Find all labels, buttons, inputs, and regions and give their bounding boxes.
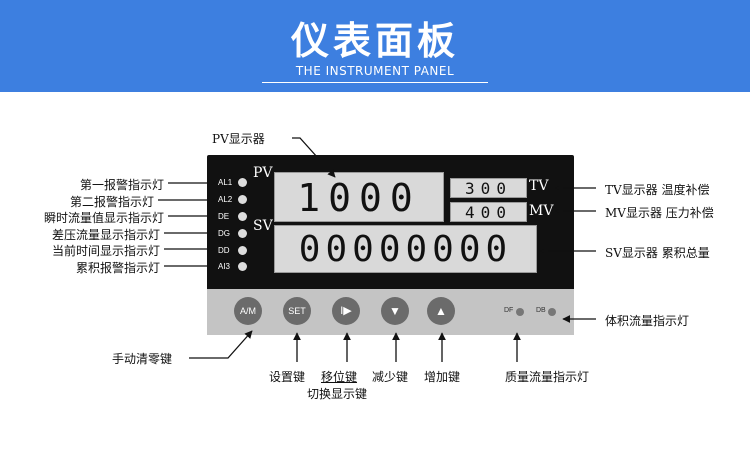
annotation-shift-key: 移位键 [321, 370, 358, 384]
sv-value: 00000000 [298, 229, 513, 270]
mv-display: 400 [450, 202, 527, 222]
banner-divider [262, 82, 488, 83]
mv-label: MV [529, 203, 554, 219]
df-led-indicator [516, 308, 524, 316]
tv-display: 300 [450, 178, 527, 198]
sv-display: 00000000 [274, 225, 537, 273]
pv-display: 1000 [274, 172, 444, 222]
banner-title: 仪表面板 [290, 19, 459, 63]
annotation-mv-display: MV显示器 压力补偿 [605, 206, 714, 220]
annotation-diff-flow: 差压流量显示指示灯 [51, 228, 160, 242]
annotation-volume-flow-led: 体积流量指示灯 [605, 314, 690, 328]
mv-value: 400 [465, 203, 512, 222]
annotation-alarm1: 第一报警指示灯 [79, 178, 164, 192]
led-label: DG [218, 229, 230, 238]
led-indicator [238, 229, 247, 238]
header-banner: 仪表面板 THE INSTRUMENT PANEL [0, 0, 750, 92]
increase-button[interactable]: ▲ [427, 297, 455, 325]
annotation-instant-flow: 瞬时流量值显示指示灯 [43, 211, 164, 225]
led-indicator [238, 262, 247, 271]
tv-value: 300 [465, 179, 512, 198]
annotation-increase-key: 增加键 [424, 370, 461, 384]
led-label: AI3 [218, 262, 231, 271]
annotation-mass-flow-led: 质量流量指示灯 [505, 370, 590, 384]
pv-label: PV [253, 165, 273, 181]
db-label: DB [536, 307, 546, 314]
led-label: DD [218, 246, 230, 255]
led-indicator [238, 212, 247, 221]
annotation-set-key: 设置键 [269, 370, 306, 384]
shift-button[interactable]: I▶ [332, 297, 360, 325]
annotation-pv-display: PV显示器 [212, 132, 265, 146]
annotation-alarm2: 第二报警指示灯 [69, 195, 154, 209]
annotation-cumulative-alarm: 累积报警指示灯 [75, 261, 160, 275]
df-label: DF [504, 307, 514, 314]
led-label: AL2 [218, 195, 233, 204]
led-indicator [238, 246, 247, 255]
banner-subtitle: THE INSTRUMENT PANEL [295, 64, 455, 78]
led-label: DE [218, 212, 230, 221]
led-indicator [238, 178, 247, 187]
set-button[interactable]: SET [283, 297, 311, 325]
annotation-sv-display: SV显示器 累积总量 [605, 246, 710, 260]
annotation-decrease-key: 减少键 [372, 370, 409, 384]
led-indicator [238, 195, 247, 204]
keypad: A/M SET I▶ ▼ ▲ DF DB [207, 289, 574, 335]
annotation-switch-display: 切换显示键 [307, 387, 368, 401]
am-button[interactable]: A/M [234, 297, 262, 325]
annotation-current-time: 当前时间显示指示灯 [51, 244, 160, 258]
annotation-manual-clear: 手动清零键 [112, 352, 173, 366]
pv-value: 1000 [297, 176, 421, 220]
sv-label: SV [253, 218, 273, 234]
db-led-indicator [548, 308, 556, 316]
decrease-button[interactable]: ▼ [381, 297, 409, 325]
led-label: AL1 [218, 178, 233, 187]
tv-label: TV [529, 178, 549, 194]
annotation-tv-display: TV显示器 温度补偿 [605, 183, 710, 197]
